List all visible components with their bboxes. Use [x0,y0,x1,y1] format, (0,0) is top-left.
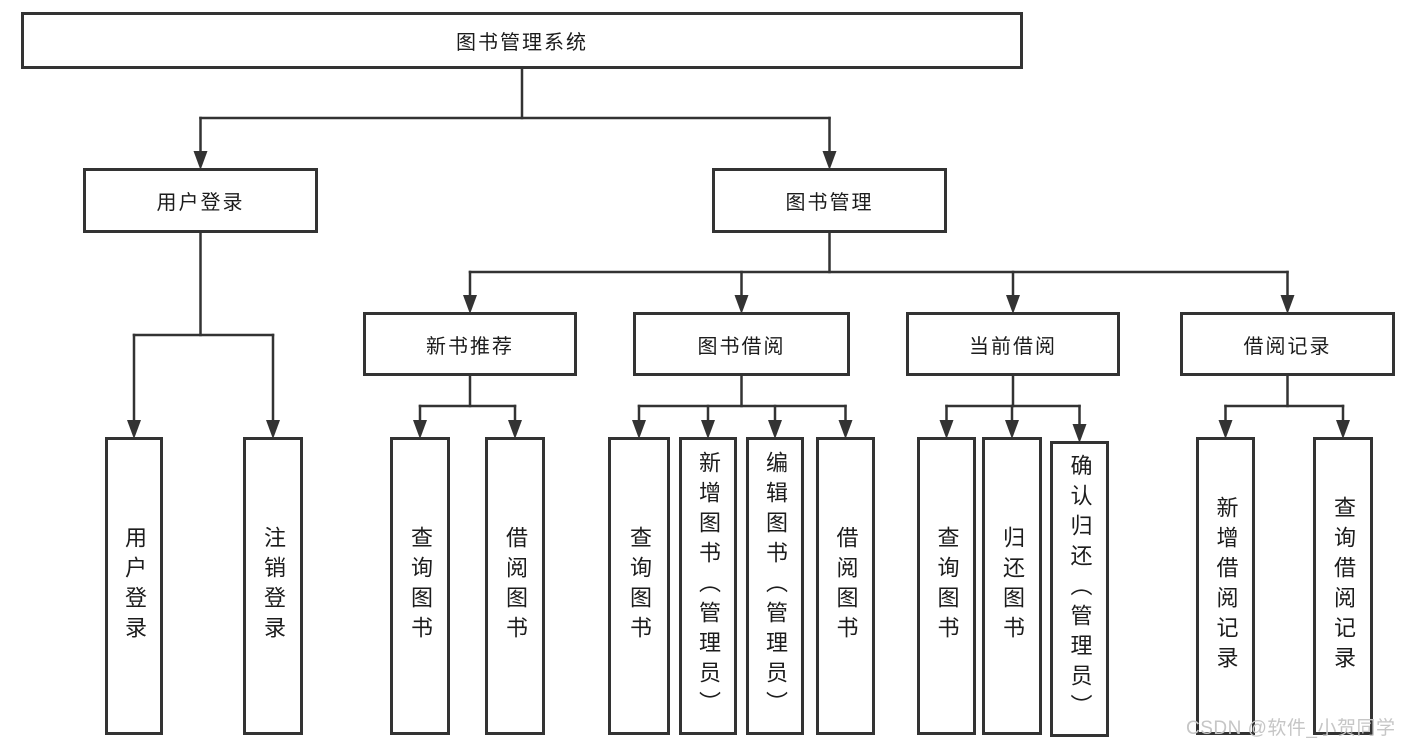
arrowhead-icon [1336,420,1350,439]
node-bb-borrow: 借阅图书 [816,437,875,735]
arrowhead-icon [463,295,477,314]
node-newbook: 新书推荐 [363,312,577,376]
arrowhead-icon [1218,420,1233,439]
node-rec-add: 新增借阅记录 [1196,437,1255,735]
node-nb-borrow: 借阅图书 [485,437,545,735]
node-label-cb-confirm: 确认归还（管理员） [1067,454,1093,724]
arrowhead-icon [768,420,782,439]
arrowhead-icon [1005,420,1019,439]
node-logout: 注销登录 [243,437,303,735]
node-label-nb-borrow: 借阅图书 [503,526,528,646]
node-rec-query: 查询借阅记录 [1313,437,1373,735]
node-bb-add: 新增图书（管理员） [679,437,737,735]
node-label-current: 当前借阅 [969,335,1057,358]
arrowhead-icon [1006,295,1020,314]
node-bb-query: 查询图书 [608,437,670,735]
node-user-login: 用户登录 [105,437,163,735]
arrowhead-icon [822,151,837,170]
node-label-bb-borrow: 借阅图书 [833,526,859,646]
node-bb-edit: 编辑图书（管理员） [746,437,804,735]
watermark: CSDN @软件_小贺同学 [1186,718,1396,739]
arrowhead-icon [266,420,280,439]
node-cb-query: 查询图书 [917,437,976,735]
node-label-records: 借阅记录 [1243,335,1332,358]
node-cb-confirm: 确认归还（管理员） [1050,441,1109,737]
node-label-logout: 注销登录 [261,526,286,646]
arrowhead-icon [508,420,522,439]
node-label-root: 图书管理系统 [456,32,588,54]
arrowhead-icon [939,420,954,439]
node-cb-return: 归还图书 [982,437,1042,735]
arrowhead-icon [838,420,853,439]
node-label-login: 用户登录 [156,192,245,214]
node-label-bb-add: 新增图书（管理员） [696,451,721,721]
node-root: 图书管理系统 [21,12,1023,69]
node-mgmt: 图书管理 [712,168,947,233]
arrowhead-icon [734,295,749,314]
arrowhead-icon [413,420,427,439]
node-label-rec-query: 查询借阅记录 [1331,496,1356,676]
node-current: 当前借阅 [906,312,1120,376]
arrowhead-icon [1072,424,1087,443]
node-borrow: 图书借阅 [633,312,850,376]
node-login: 用户登录 [83,168,318,233]
arrowhead-icon [1280,295,1295,314]
arrowhead-icon [127,420,141,439]
node-records: 借阅记录 [1180,312,1395,376]
node-label-user-login: 用户登录 [122,526,147,646]
node-label-bb-edit: 编辑图书（管理员） [763,451,788,721]
node-label-borrow: 图书借阅 [697,335,786,358]
node-label-cb-query: 查询图书 [934,526,960,646]
node-label-mgmt: 图书管理 [785,192,874,214]
node-label-bb-query: 查询图书 [627,526,652,646]
node-label-rec-add: 新增借阅记录 [1213,496,1239,676]
arrowhead-icon [193,151,208,170]
node-label-newbook: 新书推荐 [426,335,514,358]
arrowhead-icon [701,420,715,439]
node-label-cb-return: 归还图书 [1000,526,1025,646]
node-nb-query: 查询图书 [390,437,450,735]
node-label-nb-query: 查询图书 [408,526,433,646]
arrowhead-icon [632,420,646,439]
